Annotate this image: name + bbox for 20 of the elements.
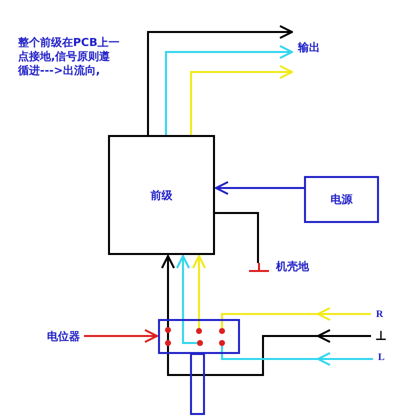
pot-label: 电位器 xyxy=(47,330,80,343)
arrow xyxy=(147,25,293,135)
ground-label: 机壳地 xyxy=(276,260,309,273)
ground-sign: ⊥ xyxy=(375,329,387,344)
arrow xyxy=(215,181,304,195)
arrow xyxy=(192,255,206,319)
output-label: 输出 xyxy=(298,41,320,54)
potentiometer-box xyxy=(158,319,240,354)
arrow xyxy=(84,329,158,343)
ground-symbol xyxy=(249,263,269,272)
wire xyxy=(215,212,259,263)
power-box: 电源 xyxy=(304,176,379,223)
stage-box: 前级 xyxy=(108,135,215,255)
arrow xyxy=(165,45,293,135)
arrow xyxy=(176,255,190,319)
arrow xyxy=(161,255,175,319)
channel-label: L xyxy=(378,352,385,363)
note-text: 整个前级在PCB上一点接地,信号原则遵循进--->出流向, xyxy=(18,36,121,78)
arrow xyxy=(190,65,293,135)
channel-label: R xyxy=(376,309,384,320)
